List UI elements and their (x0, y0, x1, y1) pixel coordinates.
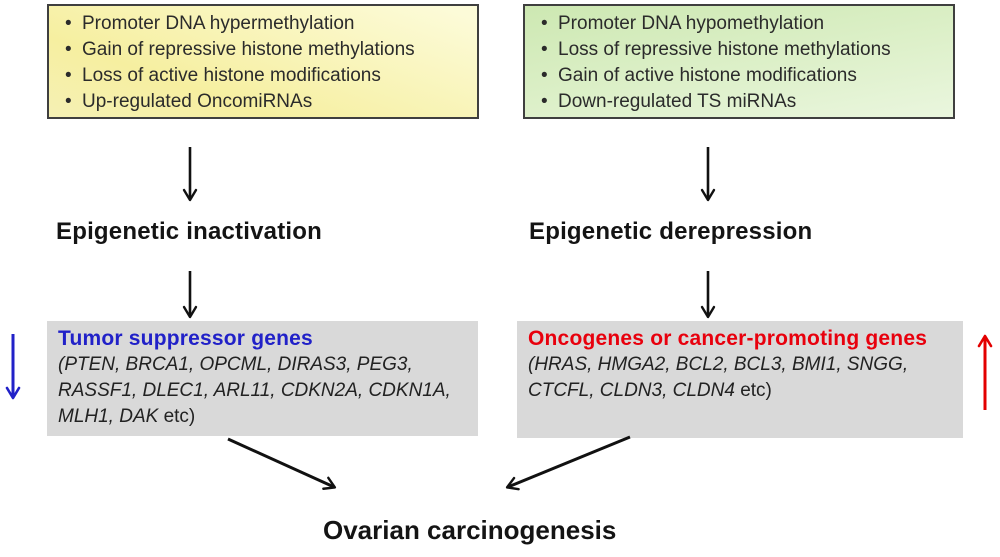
hypomethylation-cause-list: Promoter DNA hypomethylation Loss of rep… (525, 11, 953, 115)
bullet-item: Loss of active histone modifications (59, 63, 477, 89)
epigenetic-inactivation-label: Epigenetic inactivation (56, 218, 322, 245)
bullet-item: Promoter DNA hypomethylation (535, 11, 953, 37)
bullet-item: Down-regulated TS miRNAs (535, 89, 953, 115)
bullet-text: Promoter DNA hypermethylation (82, 13, 355, 34)
tumor-suppressor-gene-list: (PTEN, BRCA1, OPCML, DIRAS3, PEG3, RASSF… (58, 352, 468, 430)
bullet-text: Gain of active histone modifications (558, 65, 857, 86)
bullet-item: Gain of active histone modifications (535, 63, 953, 89)
bullet-item: Gain of repressive histone methylations (59, 37, 477, 63)
gene-names: (HRAS, HMGA2, BCL2, BCL3, BMI1, SNGG, CT… (528, 354, 909, 401)
bullet-item: Up-regulated OncomiRNAs (59, 89, 477, 115)
arrow-oncobox-to-outcome (505, 435, 631, 491)
tumor-suppressor-genes-box: Tumor suppressor genes (PTEN, BRCA1, OPC… (47, 321, 478, 436)
bullet-text: Loss of repressive histone methylations (558, 39, 891, 60)
arrow-tumorbox-to-outcome (227, 437, 337, 490)
gene-list-suffix: etc) (158, 406, 196, 427)
bullet-text: Loss of active histone modifications (82, 65, 381, 86)
gene-list-suffix: etc) (734, 380, 772, 401)
bullet-text: Up-regulated OncomiRNAs (82, 91, 313, 112)
bullet-text: Down-regulated TS miRNAs (558, 91, 797, 112)
hypermethylation-cause-list: Promoter DNA hypermethylation Gain of re… (49, 11, 477, 115)
tumor-suppressor-genes-title: Tumor suppressor genes (58, 327, 313, 350)
hypermethylation-cause-box: Promoter DNA hypermethylation Gain of re… (47, 4, 479, 119)
bullet-item: Promoter DNA hypermethylation (59, 11, 477, 37)
ovarian-carcinogenesis-label: Ovarian carcinogenesis (323, 515, 617, 545)
bullet-text: Gain of repressive histone methylations (82, 39, 415, 60)
oncogene-list: (HRAS, HMGA2, BCL2, BCL3, BMI1, SNGG, CT… (528, 352, 953, 404)
bullet-text: Promoter DNA hypomethylation (558, 13, 825, 34)
gene-names: (PTEN, BRCA1, OPCML, DIRAS3, PEG3, RASSF… (58, 354, 451, 427)
hypomethylation-cause-box: Promoter DNA hypomethylation Loss of rep… (523, 4, 955, 119)
epigenetic-derepression-label: Epigenetic derepression (529, 218, 813, 245)
bullet-item: Loss of repressive histone methylations (535, 37, 953, 63)
oncogenes-title: Oncogenes or cancer-promoting genes (528, 327, 928, 350)
oncogenes-box: Oncogenes or cancer-promoting genes (HRA… (517, 321, 963, 438)
